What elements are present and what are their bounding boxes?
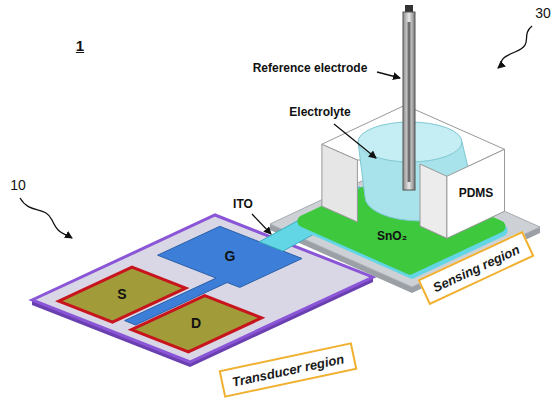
electrode-core — [408, 22, 411, 182]
leader-line — [377, 72, 400, 78]
part-label: ITO — [233, 198, 253, 211]
pdms-front — [447, 149, 505, 238]
part-label: Reference electrode — [253, 62, 368, 75]
terminal-label: S — [117, 287, 126, 302]
part-label: PDMS — [459, 187, 494, 200]
reference-electrode — [403, 12, 415, 190]
callout-arrow — [20, 198, 72, 238]
leader-line — [252, 214, 271, 234]
part-label: Electrolyte — [289, 106, 350, 119]
region-label-text: Transducer region — [231, 351, 346, 389]
callout-arrow — [498, 26, 532, 68]
pdms-cut-face — [420, 164, 447, 238]
terminal-label: D — [191, 316, 201, 331]
callout-number: 10 — [10, 178, 26, 193]
leader-line — [334, 124, 376, 158]
terminal-label: G — [225, 249, 236, 264]
figure-number: 1 — [76, 38, 84, 55]
region-label-box: Transducer region — [219, 342, 358, 398]
callout-number: 30 — [535, 6, 551, 21]
drain-pad — [132, 296, 262, 352]
layer-label: SnO₂ — [377, 230, 407, 243]
